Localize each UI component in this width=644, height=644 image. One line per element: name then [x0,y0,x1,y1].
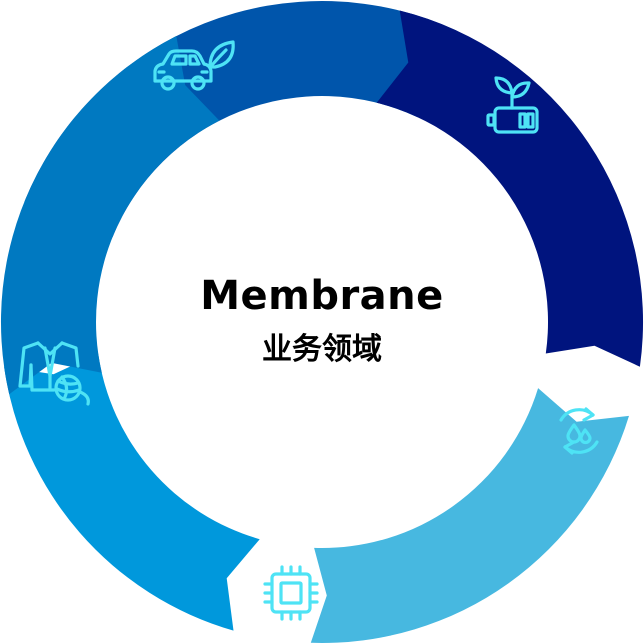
car-leaf-icon [153,40,235,91]
battery-plant-icon [486,76,539,134]
water-recycle-icon [559,407,599,455]
segment-textile [0,36,220,395]
segment-electronics [4,353,260,631]
shirt-yarn-icon [18,341,90,406]
icons-layer [18,40,599,621]
chip-icon [263,565,319,621]
segment-energy [376,10,644,367]
segment-water [310,388,629,643]
